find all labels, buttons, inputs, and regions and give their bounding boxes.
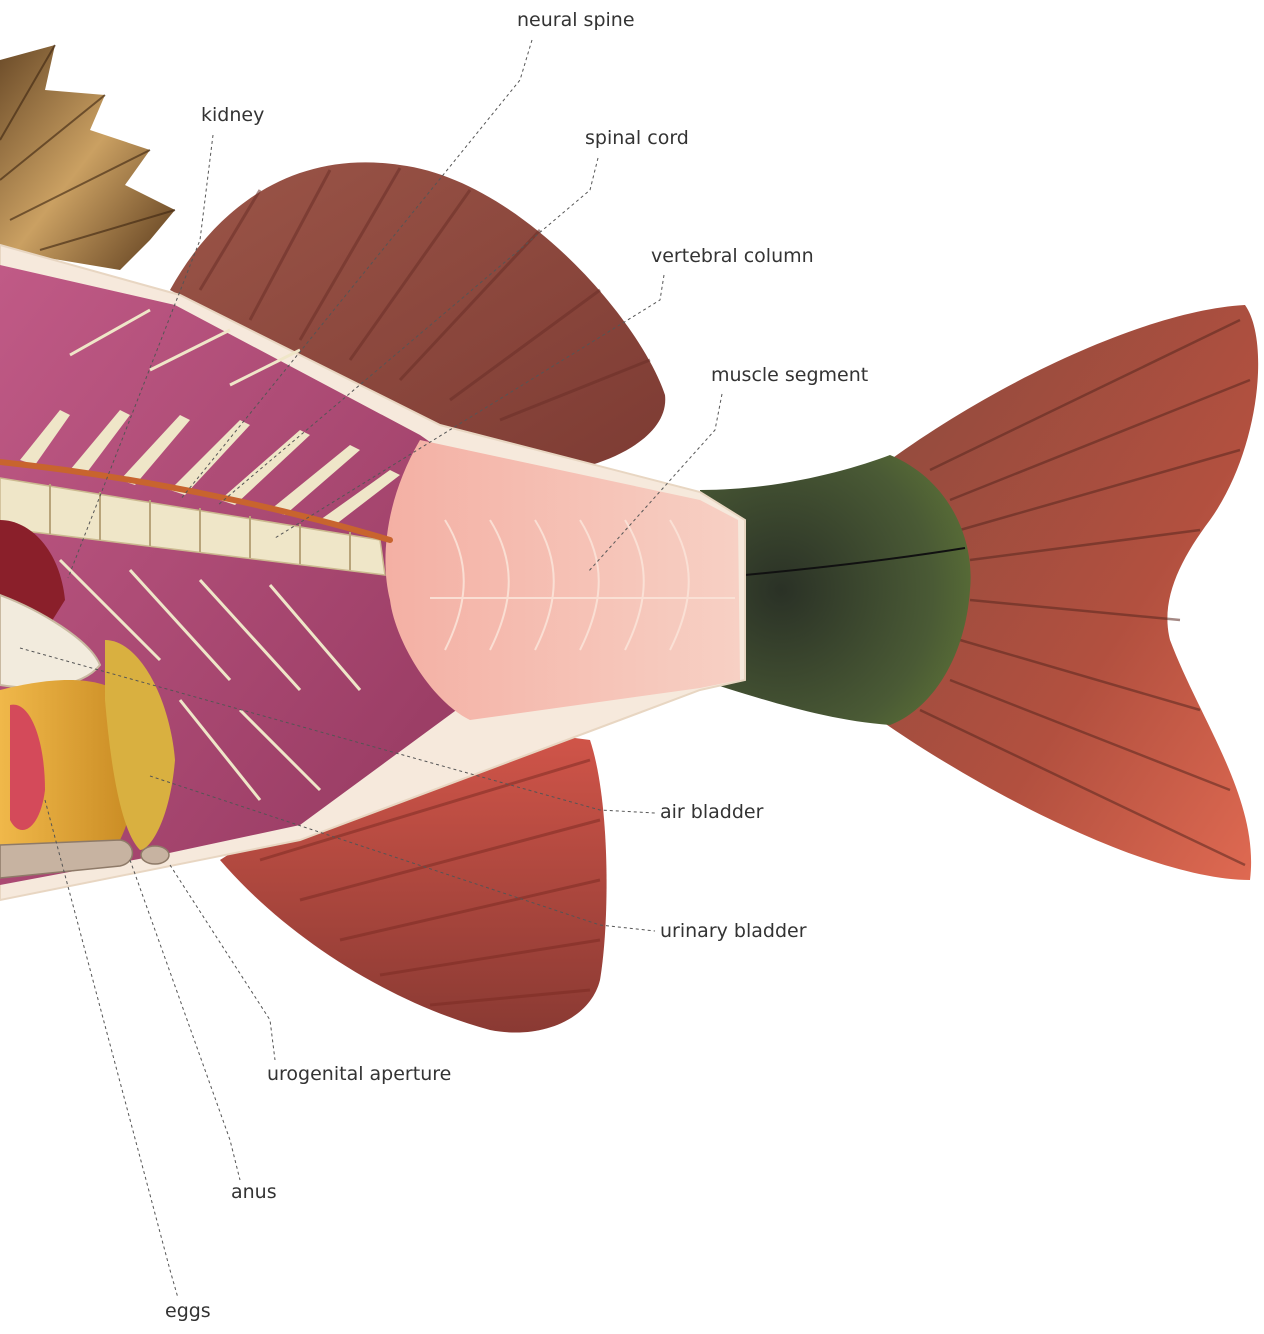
label-muscle-segment: muscle segment bbox=[711, 364, 868, 386]
label-anus: anus bbox=[231, 1181, 277, 1203]
label-eggs: eggs bbox=[165, 1300, 211, 1322]
label-spinal-cord: spinal cord bbox=[585, 127, 689, 149]
label-neural-spine: neural spine bbox=[517, 9, 635, 31]
tail-muscle-block bbox=[385, 440, 740, 720]
label-vertebral-column: vertebral column bbox=[651, 245, 814, 267]
label-urogenital-aperture: urogenital aperture bbox=[267, 1063, 451, 1085]
label-air-bladder: air bladder bbox=[660, 801, 763, 823]
label-kidney: kidney bbox=[201, 104, 264, 126]
urogenital-papilla bbox=[141, 846, 169, 864]
leader-anus bbox=[130, 860, 240, 1180]
label-urinary-bladder: urinary bladder bbox=[660, 920, 807, 942]
